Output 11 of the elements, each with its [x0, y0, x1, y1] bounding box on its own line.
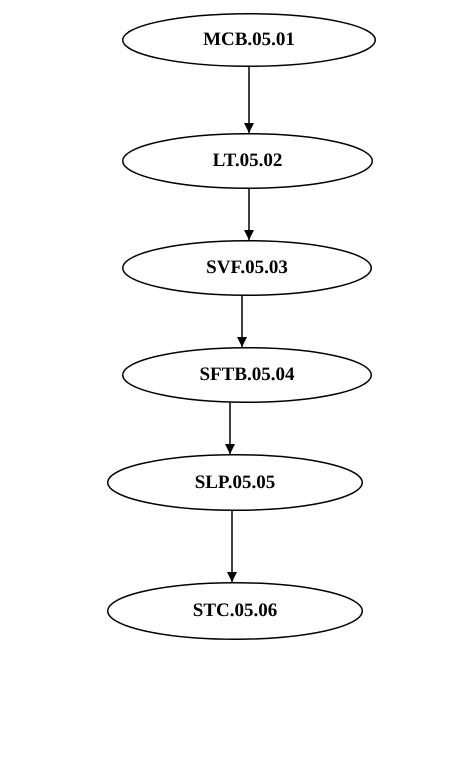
arrow: [244, 189, 254, 240]
node-label: LT.05.02: [212, 150, 282, 172]
arrow: [227, 511, 237, 582]
node-label: STC.05.06: [192, 600, 278, 622]
arrow: [225, 402, 235, 454]
node-label: SFTB.05.04: [199, 364, 295, 386]
node-label: SVF.05.03: [206, 257, 288, 279]
arrow: [237, 296, 247, 348]
node-label: SLP.05.05: [194, 472, 276, 494]
node-label: MCB.05.01: [203, 29, 295, 51]
arrow: [244, 67, 254, 133]
